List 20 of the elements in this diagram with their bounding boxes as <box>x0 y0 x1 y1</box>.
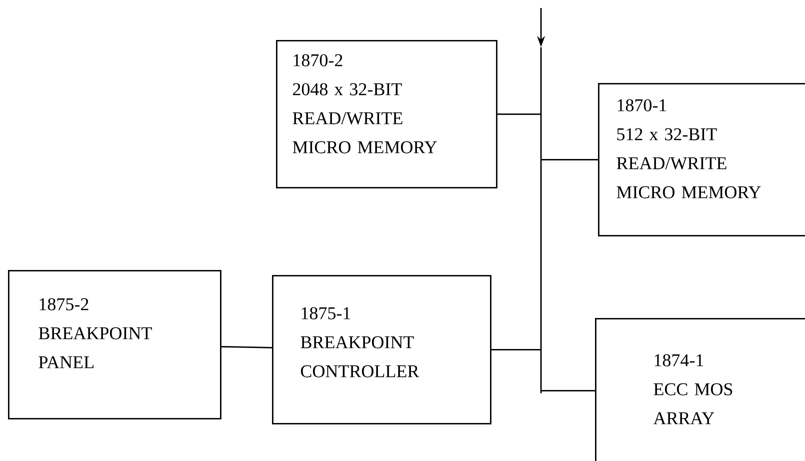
component-label: 2048 x 32-BIT READ/WRITE MICRO MEMORY <box>292 83 437 154</box>
connector-line <box>541 390 595 392</box>
component-label: 1875-2 <box>40 298 88 310</box>
component-box <box>595 318 805 461</box>
component-label: BREAKPOINT PANEL <box>38 327 152 368</box>
component-box <box>598 83 805 236</box>
component-label: 512 x 32-BIT READ/WRITE MICRO MEMORY <box>616 128 761 198</box>
connector-line <box>541 159 598 160</box>
component-label: BREAKPOINT CONTROLLER <box>300 336 420 378</box>
component-label: 1870-2 <box>294 54 342 66</box>
component-label: ECC MOS ARRAY <box>653 383 732 424</box>
component-label: 1870-1 <box>618 99 666 112</box>
connector-line <box>491 349 541 350</box>
connector-line <box>497 114 541 115</box>
connector-line <box>221 346 272 348</box>
component-box <box>272 275 492 424</box>
component-box <box>276 40 498 188</box>
component-label: 1875-1 <box>302 307 350 320</box>
component-label: 1874-1 <box>654 354 704 366</box>
component-box <box>8 270 222 420</box>
